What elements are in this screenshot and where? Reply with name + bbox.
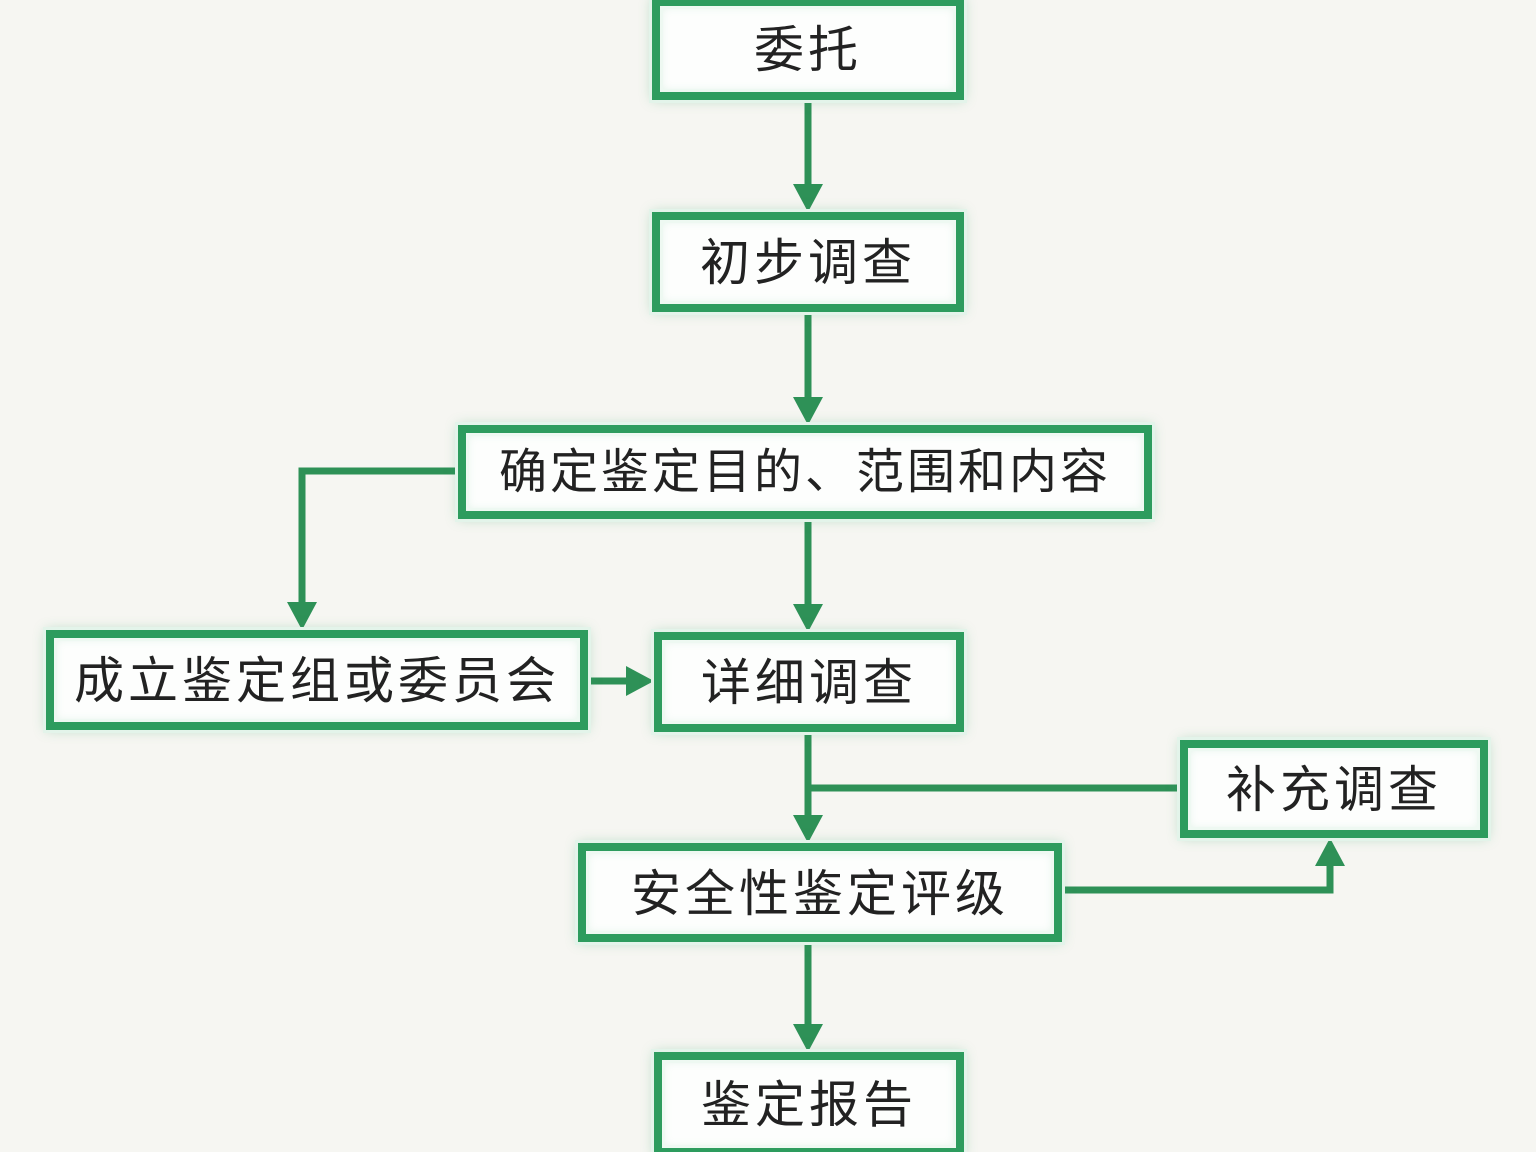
node-define-scope-label: 确定鉴定目的、范围和内容 <box>498 446 1111 499</box>
node-appraisal-report-label: 鉴定报告 <box>701 1077 917 1133</box>
node-form-committee-label: 成立鉴定组或委员会 <box>74 653 560 709</box>
node-appraisal-report: 鉴定报告 <box>654 1052 964 1152</box>
node-supplementary-survey-label: 补充调查 <box>1226 762 1442 818</box>
node-define-scope: 确定鉴定目的、范围和内容 <box>458 425 1152 519</box>
node-entrust-label: 委托 <box>754 22 862 78</box>
node-supplementary-survey: 补充调查 <box>1180 740 1488 838</box>
edge-safety-to-report <box>793 942 823 1052</box>
node-form-committee: 成立鉴定组或委员会 <box>46 630 588 730</box>
node-detailed-survey: 详细调查 <box>654 632 964 732</box>
edge-safety-to-supplementary <box>1062 838 1345 894</box>
edge-preliminary-to-scope <box>793 312 823 425</box>
edge-detailed-to-safety <box>793 732 823 843</box>
node-preliminary-survey: 初步调查 <box>652 212 964 312</box>
node-preliminary-survey-label: 初步调查 <box>700 235 916 291</box>
node-safety-rating-label: 安全性鉴定评级 <box>631 865 1009 922</box>
node-entrust: 委托 <box>652 0 964 100</box>
edge-entrust-to-preliminary <box>793 100 823 212</box>
edge-scope-to-detailed <box>793 519 823 632</box>
node-safety-rating: 安全性鉴定评级 <box>578 843 1062 942</box>
edge-committee-to-detailed <box>588 666 654 696</box>
node-detailed-survey-label: 详细调查 <box>701 655 917 711</box>
edge-scope-to-committee <box>287 467 458 630</box>
